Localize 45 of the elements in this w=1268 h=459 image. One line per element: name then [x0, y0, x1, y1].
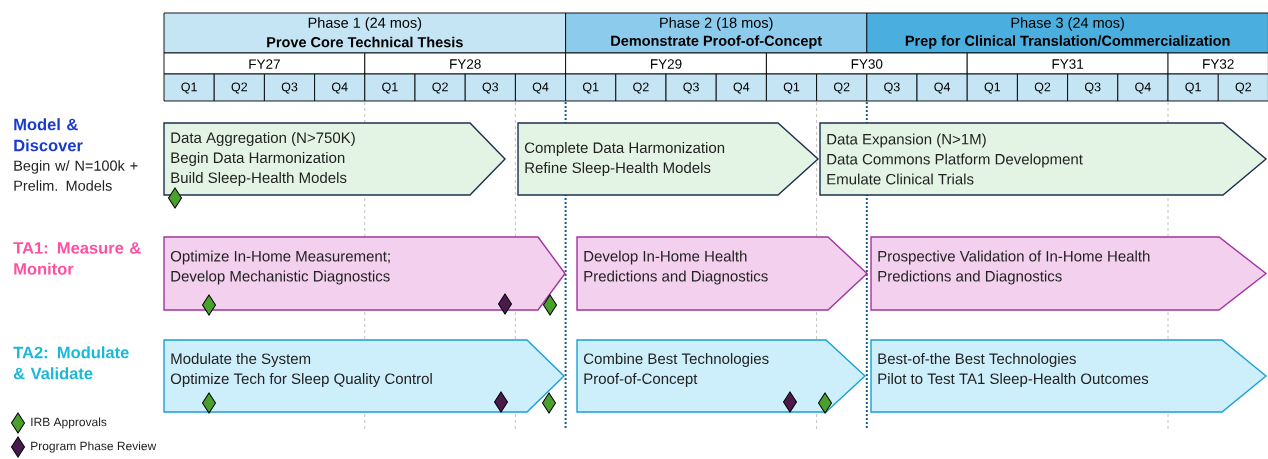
quarter-cell: Q3 [665, 73, 717, 102]
row-title: TA2: Modulate & Validate [13, 346, 129, 380]
quarter-cell: Q2 [1016, 73, 1069, 102]
chevron-box: Data Aggregation (N>750K) Begin Data Harmonization Build Sleep-Health Models [163, 122, 506, 196]
chevron-box: Optimize In-Home Measurement; Develop Mechanistic Diagnostics [163, 236, 566, 311]
phase-header-cell: Phase 1 (24 mos) Prove Core Technical Thesis [163, 12, 567, 54]
phase-header-cell: Phase 3 (24 mos) Prep for Clinical Translation/Commercialization [866, 12, 1268, 54]
quarter-cell: Q3 [866, 73, 918, 102]
quarter-cell: Q4 [1117, 73, 1169, 102]
row-title: TA1: Measure & Monitor [13, 242, 141, 275]
year-cell: FY30 [765, 52, 968, 75]
quarter-cell: Q2 [213, 73, 265, 102]
chevron-box: Combine Best Technologies Proof-of-Concept [576, 339, 867, 413]
quarter-cell: Q4 [314, 73, 366, 102]
quarter-cell: Q3 [263, 73, 316, 102]
year-cell: FY28 [364, 52, 567, 75]
quarter-cell: Q1 [565, 73, 617, 102]
row-title: Model & Discover [14, 118, 83, 152]
quarter-cell: Q4 [715, 73, 767, 102]
quarter-cell: Q4 [916, 73, 968, 102]
year-cell: FY32 [1167, 52, 1268, 75]
chevron-box: Complete Data Harmonization Refine Sleep-Health Models [517, 122, 820, 196]
year-cell: FY27 [163, 52, 366, 75]
quarter-cell: Q1 [364, 73, 416, 102]
quarter-cell: Q1 [966, 73, 1018, 102]
quarter-cell: Q3 [1067, 73, 1119, 102]
quarter-cell: Q4 [514, 73, 567, 102]
chevron-box: Best-of-the Best Technologies Pilot to Test TA1 Sleep-Health Outcomes [870, 339, 1268, 413]
quarter-cell: Q2 [615, 73, 667, 102]
phase-header-cell: Phase 2 (18 mos) Demonstrate Proof-of-Concept [565, 12, 868, 54]
legend-label: IRB Approvals [31, 417, 107, 429]
row-note: Begin w/ N=100k + Prelim. Models [14, 160, 138, 191]
chevron-box: Develop In-Home Health Predictions and Diagnostics [576, 236, 869, 311]
chevron-box: Modulate the System Optimize Tech for Sleep Quality Control [163, 339, 565, 413]
quarter-cell: Q2 [1217, 73, 1268, 102]
legend-label: Program Phase Review [31, 441, 157, 453]
chevron-box: Prospective Validation of In-Home Health Predictions and Diagnostics [870, 236, 1268, 311]
quarter-cell: Q1 [1167, 73, 1219, 102]
quarter-cell: Q2 [414, 73, 466, 102]
quarter-cell: Q2 [816, 73, 868, 102]
chevron-box: Data Expansion (N>1M) Data Commons Platform Development Emulate Clinical Trials [819, 122, 1268, 196]
quarter-cell: Q3 [464, 73, 516, 102]
quarter-cell: Q1 [765, 73, 818, 102]
year-cell: FY29 [565, 52, 767, 75]
quarter-cell: Q1 [163, 73, 215, 102]
